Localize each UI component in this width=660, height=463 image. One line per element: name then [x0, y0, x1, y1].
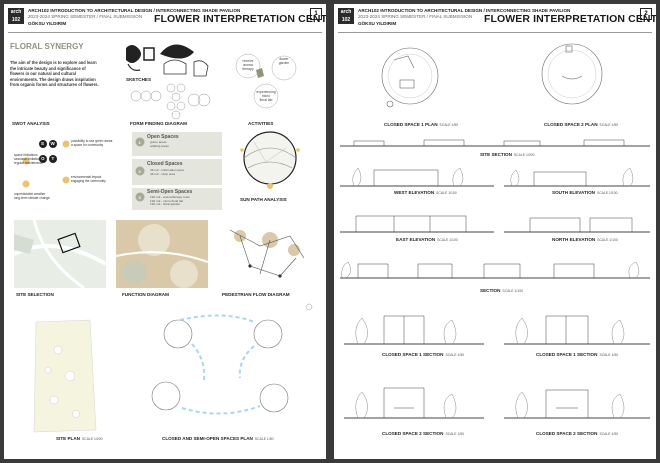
concept-text: The aim of the design is to explore and … [10, 60, 99, 88]
label-pedestrian-flow: PEDESTRIAN FLOW DIAGRAM [222, 292, 290, 297]
west-elevation-drawing [340, 167, 494, 187]
course-title: ARCH102 INTRODUCTION TO ARCHITECTURAL DE… [358, 8, 571, 13]
space-type-3-title: Semi-Open Spaces [147, 189, 193, 195]
sun-path-diagram [240, 131, 300, 189]
concept-title: FLORAL SYNERGY [10, 42, 84, 51]
label-sketches: SKETCHES [126, 77, 152, 82]
closed-space-1-plan [381, 47, 439, 108]
semester-line: 2023-2024 SPRING SEMESTER / FINAL SUBMIS… [358, 14, 473, 19]
site-selection-map [13, 219, 107, 290]
activities-diagram [235, 53, 297, 109]
south-elevation-drawing [504, 167, 650, 187]
header-rule [338, 32, 652, 33]
label-function-diagram: FUNCTION DIAGRAM [122, 292, 169, 297]
label-sun-path: SUN PATH ANALYSIS [240, 197, 287, 202]
section-drawing [340, 261, 650, 279]
space-type-1-num: 1 [138, 140, 141, 145]
activity-floral-lab: experiencing micro floral lab [256, 90, 276, 102]
label-site-selection: SITE SELECTION [16, 292, 54, 297]
label-activities: ACTIVITIES [248, 121, 274, 126]
sketches-drawing [126, 44, 209, 77]
swot-opportunity-text: environmental impact engaging the commun… [71, 175, 106, 183]
swot-threat-text: unpredictable weather long-term climate … [14, 192, 50, 200]
swot-diagram [22, 140, 70, 188]
label-form-finding: FORM FINDING DIAGRAM [130, 121, 187, 126]
activity-aroma: receive aroma therapy [242, 59, 254, 71]
site-section-drawing [340, 139, 650, 147]
closed-semi-plan-drawing [151, 303, 313, 415]
closed-space-2-section-a [344, 387, 484, 419]
swot-strength-text: possibility to use green areas a space f… [71, 139, 113, 147]
sheet-1-drawings [13, 44, 316, 433]
space-type-1-title: Open Spaces [147, 134, 179, 140]
page-number: 1 [310, 8, 322, 20]
course-title: ARCH102 INTRODUCTION TO ARCHITECTURAL DE… [28, 8, 241, 13]
closed-space-1-section-a [344, 315, 484, 345]
closed-space-2-plan [541, 43, 603, 105]
space-type-1-items: green areas walking areas [150, 140, 169, 148]
project-title: FLOWER INTERPRETATION CENTER [154, 13, 326, 25]
closed-space-1-section-b [504, 315, 650, 345]
east-elevation-drawing [340, 215, 494, 233]
space-type-2-num: 2 [138, 169, 141, 174]
project-title: FLOWER INTERPRETATION CENTER [484, 13, 656, 25]
space-type-2-items: 46 m2 - information area 46 m2 - shop ar… [150, 168, 184, 176]
author-name: GÖKSU YILDIRIM [358, 21, 397, 26]
north-elevation-drawing [504, 217, 650, 233]
label-swot: SWOT ANALYSIS [12, 121, 50, 126]
header-rule [8, 32, 322, 33]
semester-line: 2023-2024 SPRING SEMESTER / FINAL SUBMIS… [28, 14, 143, 19]
space-type-3-num: 3 [138, 195, 141, 200]
swot-s: S [41, 141, 45, 146]
space-type-3-items: 192 m2 - aromatherapy room 192 m2 - micr… [150, 195, 191, 207]
pedestrian-flow-diagram [220, 220, 316, 288]
swot-w: W [50, 141, 55, 146]
swot-t: T [51, 156, 55, 161]
function-diagram [115, 220, 209, 288]
closed-space-2-section-b [504, 389, 650, 419]
author-name: GÖKSU YILDIRIM [28, 21, 67, 26]
swot-o: O [41, 156, 45, 161]
form-finding-diagram [130, 83, 211, 120]
sheet-2-drawings [340, 43, 650, 419]
site-plan-drawing [33, 319, 97, 433]
swot-weakness-text: space limitations seasonal limitations r… [14, 153, 44, 165]
space-types-panels [132, 132, 222, 210]
space-type-2-title: Closed Spaces [147, 161, 183, 167]
page-number: 2 [640, 8, 652, 20]
activity-flower-garden: flower garden [278, 57, 290, 65]
